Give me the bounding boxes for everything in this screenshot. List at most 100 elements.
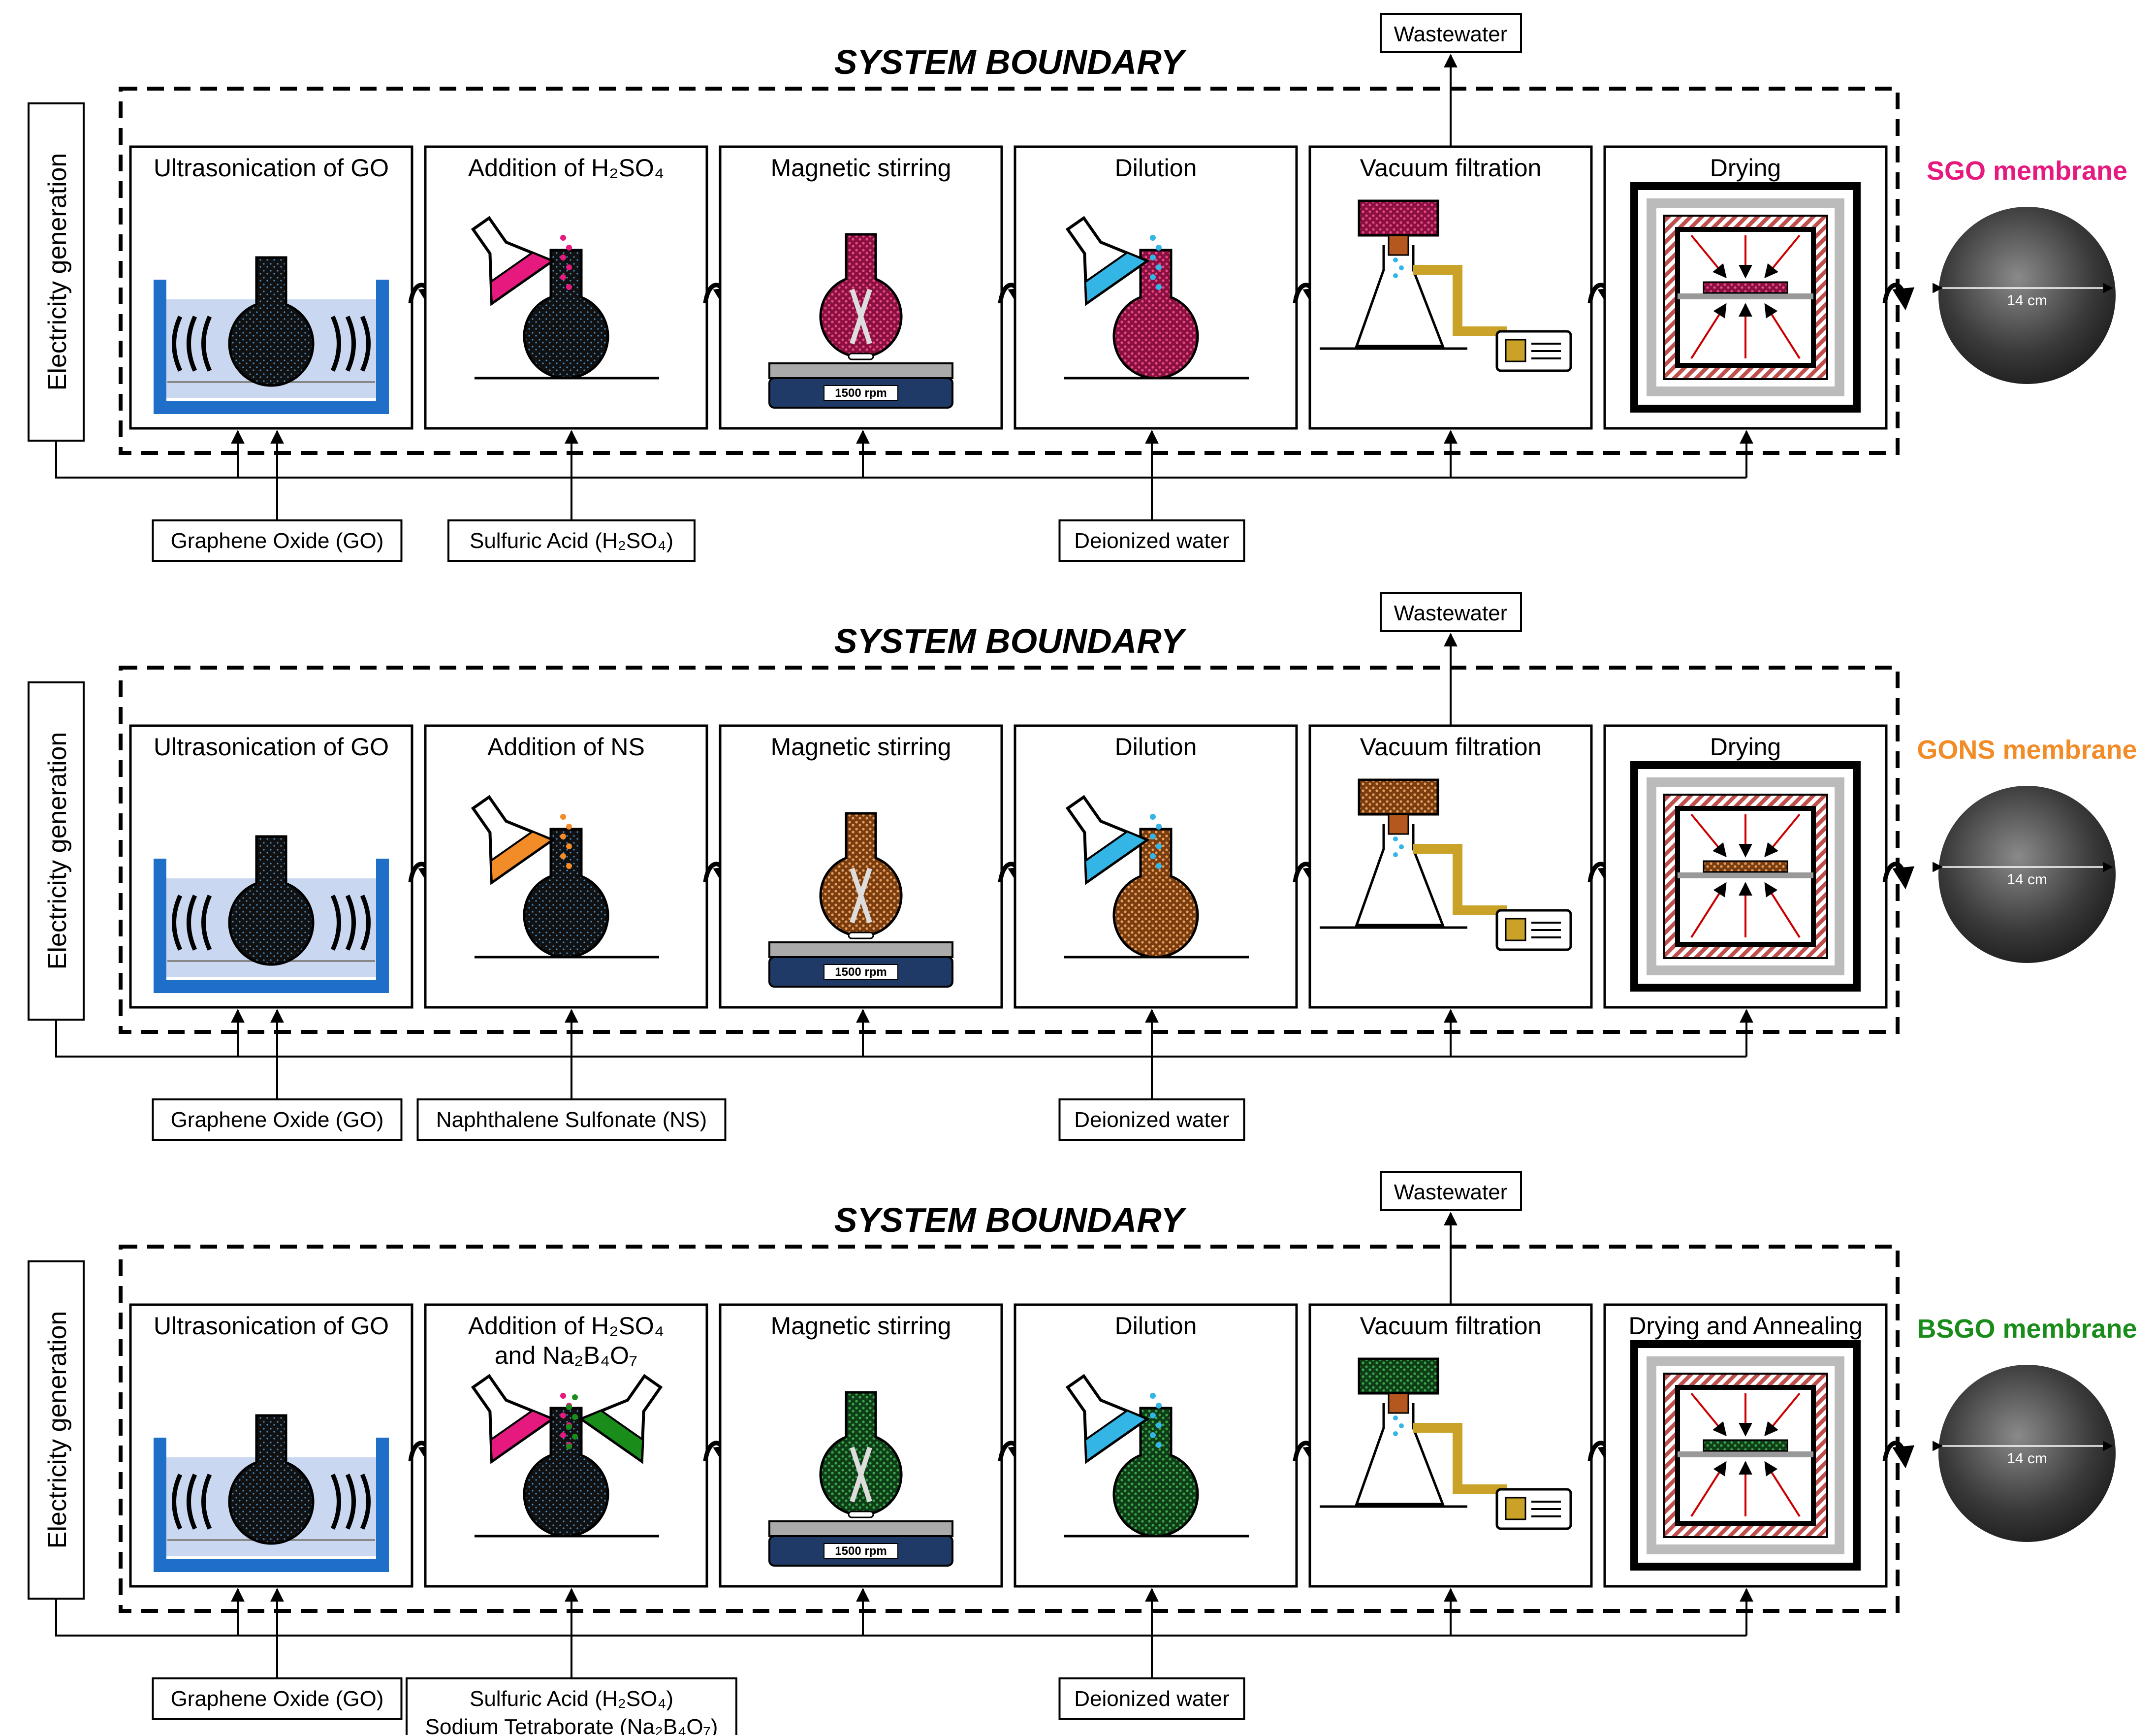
wastewater-box bbox=[1380, 13, 1522, 53]
input-label: Graphene Oxide (GO) bbox=[171, 1687, 384, 1711]
dimension-label: 14 cm bbox=[2007, 871, 2047, 888]
input-1: Graphene Oxide (GO) bbox=[152, 1588, 403, 1720]
input-box bbox=[152, 1677, 403, 1720]
step-label: Dilution bbox=[1115, 154, 1197, 182]
input-3: Deionized water bbox=[1058, 1009, 1245, 1141]
ultrasonic-bath-icon bbox=[154, 835, 389, 993]
step-label: Dilution bbox=[1115, 733, 1197, 761]
wastewater-output: Wastewater bbox=[1380, 592, 1522, 726]
magnetic-stirrer-icon: 1500 rpm bbox=[768, 233, 953, 409]
step-box-4: Dilution bbox=[1014, 724, 1298, 1009]
step-label: Vacuum filtration bbox=[1360, 1312, 1542, 1340]
electricity-generation-box: Electricity generation bbox=[28, 681, 85, 1021]
pouring-flask-icon bbox=[471, 795, 659, 959]
input-box bbox=[1058, 1677, 1245, 1720]
input-3: Deionized water bbox=[1058, 430, 1245, 562]
system-boundary-frame bbox=[119, 87, 1900, 455]
membrane-photo-icon bbox=[1938, 786, 2116, 963]
magnetic-stirrer-icon: 1500 rpm bbox=[768, 1391, 953, 1567]
dilution-icon bbox=[1064, 795, 1249, 959]
step-label: Addition of H₂SO₄ bbox=[468, 154, 664, 182]
wastewater-label: Wastewater bbox=[1394, 1180, 1508, 1204]
drying-oven-icon bbox=[1630, 1340, 1861, 1571]
step-box-6: Drying bbox=[1603, 724, 1888, 1009]
step-box-5: Vacuum filtration bbox=[1308, 145, 1593, 430]
drying-oven-icon bbox=[1630, 761, 1861, 992]
input-1: Graphene Oxide (GO) bbox=[152, 430, 403, 562]
input-box bbox=[447, 519, 696, 562]
vacuum-filtration-icon bbox=[1320, 778, 1572, 951]
electricity-generation-box: Electricity generation bbox=[28, 1260, 85, 1600]
electricity-bus-line bbox=[55, 1599, 1746, 1637]
step-box-frame bbox=[1308, 145, 1593, 430]
input-box bbox=[406, 1677, 737, 1735]
flow-arrow bbox=[1882, 283, 1915, 311]
input-label-line2: Sodium Tetraborate (Na₂B₄O₇) bbox=[425, 1715, 718, 1735]
step-label-line2: and Na₂B₄O₇ bbox=[495, 1342, 637, 1369]
input-2: Sulfuric Acid (H₂SO₄) bbox=[447, 430, 696, 562]
wastewater-label: Wastewater bbox=[1394, 601, 1508, 625]
step-label: Drying and Annealing bbox=[1628, 1312, 1862, 1340]
step-label: Drying bbox=[1710, 733, 1781, 761]
membrane-photo-icon bbox=[1938, 1365, 2116, 1542]
step-box-5: Vacuum filtration bbox=[1308, 1303, 1593, 1588]
wastewater-box bbox=[1380, 1171, 1522, 1211]
flow-arrow bbox=[1882, 1441, 1915, 1469]
wastewater-output: Wastewater bbox=[1380, 1171, 1522, 1305]
step-label: Ultrasonication of GO bbox=[154, 154, 389, 182]
vacuum-filtration-icon bbox=[1320, 1357, 1572, 1530]
step-label: Vacuum filtration bbox=[1360, 154, 1542, 182]
step-label: Dilution bbox=[1115, 1312, 1197, 1340]
step-box-4: Dilution bbox=[1014, 1303, 1298, 1588]
step-label: Vacuum filtration bbox=[1360, 733, 1542, 761]
step-box-3: Magnetic stirring 1500 rpm bbox=[719, 1303, 1003, 1588]
ultrasonic-bath-icon bbox=[154, 1414, 389, 1572]
input-label: Graphene Oxide (GO) bbox=[171, 1108, 384, 1132]
input-box bbox=[152, 519, 403, 562]
step-label: Magnetic stirring bbox=[771, 1312, 951, 1340]
pouring-flask-icon bbox=[471, 216, 659, 380]
step-box-5: Vacuum filtration bbox=[1308, 724, 1593, 1009]
electricity-bus-line bbox=[55, 441, 1746, 479]
product-membrane: SGO membrane 14 cm bbox=[1927, 156, 2127, 384]
dimension-label: 14 cm bbox=[2007, 292, 2047, 309]
input-2: Naphthalene Sulfonate (NS) bbox=[416, 1009, 727, 1141]
step-label: Ultrasonication of GO bbox=[154, 1312, 389, 1340]
step-label: Addition of NS bbox=[487, 733, 645, 761]
step-box-1: Ultrasonication of GO bbox=[129, 145, 413, 430]
step-label: Ultrasonication of GO bbox=[154, 733, 389, 761]
membrane-photo-icon bbox=[1938, 207, 2116, 384]
system-boundary-title: SYSTEM BOUNDARY bbox=[834, 43, 1187, 81]
flow-arrow bbox=[1882, 862, 1915, 890]
step-box-1: Ultrasonication of GO bbox=[129, 724, 413, 1009]
step-box-2: Addition of H₂SO₄ bbox=[424, 145, 708, 430]
rpm-label: 1500 rpm bbox=[835, 1544, 887, 1558]
input-3: Deionized water bbox=[1058, 1588, 1245, 1720]
wastewater-output: Wastewater bbox=[1380, 13, 1522, 147]
system-boundary-frame bbox=[119, 666, 1900, 1034]
step-box-frame bbox=[1308, 1303, 1593, 1588]
dimension-label: 14 cm bbox=[2007, 1450, 2047, 1467]
electricity-bus-line bbox=[55, 1020, 1746, 1058]
product-label: GONS membrane bbox=[1917, 735, 2137, 765]
rpm-label: 1500 rpm bbox=[835, 965, 887, 979]
wastewater-box bbox=[1380, 592, 1522, 632]
input-label: Deionized water bbox=[1074, 529, 1230, 553]
magnetic-stirrer-icon: 1500 rpm bbox=[768, 812, 953, 988]
step-box-1: Ultrasonication of GO bbox=[129, 1303, 413, 1588]
step-box-frame bbox=[1308, 724, 1593, 1009]
product-label: SGO membrane bbox=[1927, 156, 2127, 186]
dilution-icon bbox=[1064, 1374, 1249, 1538]
electricity-box-frame bbox=[28, 102, 85, 442]
input-box bbox=[152, 1098, 403, 1141]
step-box-3: Magnetic stirring 1500 rpm bbox=[719, 145, 1003, 430]
input-2: Sulfuric Acid (H₂SO₄) Sodium Tetraborate … bbox=[406, 1588, 737, 1735]
step-box-2: Addition of NS bbox=[424, 724, 708, 1009]
input-label: Sulfuric Acid (H₂SO₄) bbox=[470, 1687, 673, 1711]
input-label: Graphene Oxide (GO) bbox=[171, 529, 384, 553]
step-label: Magnetic stirring bbox=[771, 154, 951, 182]
